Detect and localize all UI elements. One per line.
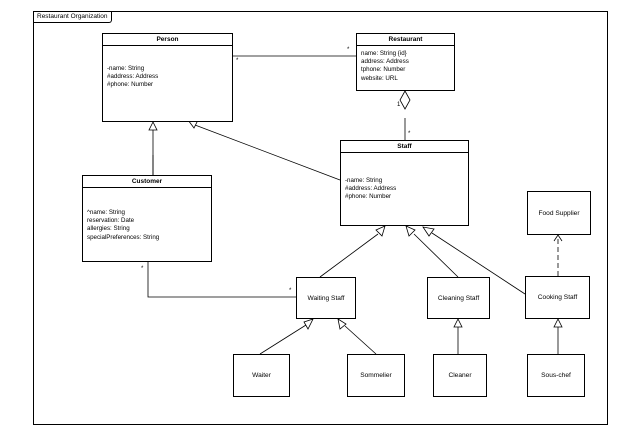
class-name: Customer xyxy=(83,176,211,188)
attribute-list: -name: String #address: Address #phone: … xyxy=(345,177,396,202)
attribute-list: -name: String #address: Address #phone: … xyxy=(107,65,158,90)
generalization-waiter-waiting xyxy=(259,324,307,355)
class-customer[interactable]: Customer ^name: String reservation: Date… xyxy=(82,175,212,262)
class-staff[interactable]: Staff -name: String #address: Address #p… xyxy=(340,140,469,226)
dependency-arrowhead xyxy=(553,234,563,242)
attribute: tphone: Number xyxy=(361,66,406,74)
generalization-cooking-staff xyxy=(431,232,526,295)
generalization-triangle xyxy=(337,318,347,330)
class-restaurant[interactable]: Restaurant name: String {id} address: Ad… xyxy=(356,33,455,91)
generalization-triangle xyxy=(553,318,563,328)
multiplicity-label: * xyxy=(408,131,411,137)
class-name: Staff xyxy=(341,141,468,153)
node-waiting-staff[interactable]: Waiting Staff xyxy=(296,277,356,319)
generalization-staff-person xyxy=(194,124,341,181)
generalization-triangle xyxy=(303,318,314,330)
generalization-cleaning-staff xyxy=(413,233,459,278)
attribute: #address: Address xyxy=(345,185,397,193)
attribute-list: name: String {id} address: Address tphon… xyxy=(361,50,409,83)
attribute: #phone: Number xyxy=(107,81,154,89)
generalization-triangle xyxy=(453,318,463,328)
attribute: specialPreferences: String xyxy=(87,233,160,241)
attribute: reservation: Date xyxy=(87,217,135,225)
node-cleaning-staff[interactable]: Cleaning Staff xyxy=(427,277,490,319)
multiplicity-label: * xyxy=(289,288,292,294)
node-sous-chef[interactable]: Sous-chef xyxy=(527,354,585,397)
generalization-sommelier-waiting xyxy=(344,325,377,355)
attribute: -name: String xyxy=(107,65,145,72)
class-name: Restaurant xyxy=(357,34,454,46)
node-waiter[interactable]: Waiter xyxy=(233,354,290,397)
class-person[interactable]: Person -name: String #address: Address #… xyxy=(102,33,233,122)
generalization-triangle xyxy=(422,226,435,237)
multiplicity-label: 1 xyxy=(397,102,401,108)
attribute: allergies: String xyxy=(87,225,130,233)
generalization-triangle xyxy=(375,225,386,237)
attribute: #address: Address xyxy=(107,73,159,81)
multiplicity-label: * xyxy=(141,266,144,272)
attribute: -name: String xyxy=(345,177,383,184)
multiplicity-label: * xyxy=(236,58,239,64)
assoc-customer-waiting xyxy=(147,262,296,298)
frame xyxy=(33,11,608,425)
generalization-triangle xyxy=(405,225,416,237)
class-name: Person xyxy=(103,34,232,46)
attribute-list: ^name: String reservation: Date allergie… xyxy=(87,209,159,242)
attribute: ^name: String xyxy=(87,209,125,216)
node-food-supplier[interactable]: Food Supplier xyxy=(527,191,591,235)
node-cleaner[interactable]: Cleaner xyxy=(433,354,487,397)
attribute: #phone: Number xyxy=(345,193,392,201)
node-sommelier[interactable]: Sommelier xyxy=(347,354,405,397)
generalization-waiting-staff xyxy=(319,233,379,278)
node-cooking-staff[interactable]: Cooking Staff xyxy=(525,276,590,319)
frame-title: Restaurant Organization xyxy=(33,11,113,23)
attribute: website: URL xyxy=(361,74,398,82)
multiplicity-label: * xyxy=(347,47,350,53)
aggregation-diamond xyxy=(399,90,411,110)
attribute: address: Address xyxy=(361,58,409,66)
attribute: name: String {id} xyxy=(361,50,407,57)
